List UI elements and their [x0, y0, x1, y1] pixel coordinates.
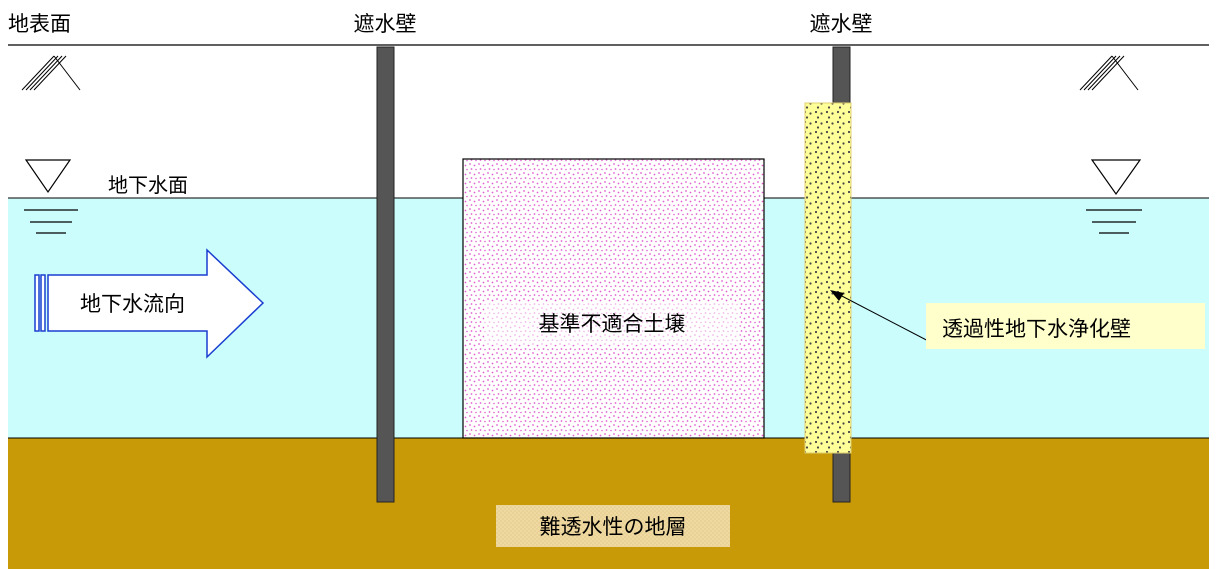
impermeable-layer-label: 難透水性の地層 [540, 515, 687, 539]
barrier-label-box [926, 303, 1205, 349]
water-table-triangle-icon [1086, 159, 1142, 234]
flow-arrow-icon [34, 248, 265, 359]
impermeable-layer [8, 438, 1209, 569]
flow-direction-label: 地下水流向 [80, 292, 185, 316]
permeable-barrier-label: 透過性地下水浄化壁 [942, 317, 1131, 341]
contaminated-soil-label-bg [484, 303, 740, 345]
impermeable-layer-label-bg [496, 505, 730, 547]
cutoff-wall-left [376, 46, 395, 503]
ground-hatch-icon [1079, 55, 1139, 91]
barrier-callout-arrowhead [830, 290, 844, 301]
contaminated-soil-label: 基準不適合土壌 [539, 312, 686, 336]
groundwater-table-label: 地下水面 [108, 173, 188, 197]
water-table-triangle-icon [24, 159, 78, 234]
barrier-callout-line [837, 293, 937, 346]
cutoff-wall-left-label: 遮水壁 [354, 12, 417, 36]
ground-surface-label: 地表面 [8, 12, 71, 36]
ground-hatch-icon [21, 55, 81, 91]
cutoff-wall-right-label: 遮水壁 [810, 12, 873, 36]
contaminated-soil-block [462, 158, 765, 439]
permeable-barrier [804, 102, 852, 454]
